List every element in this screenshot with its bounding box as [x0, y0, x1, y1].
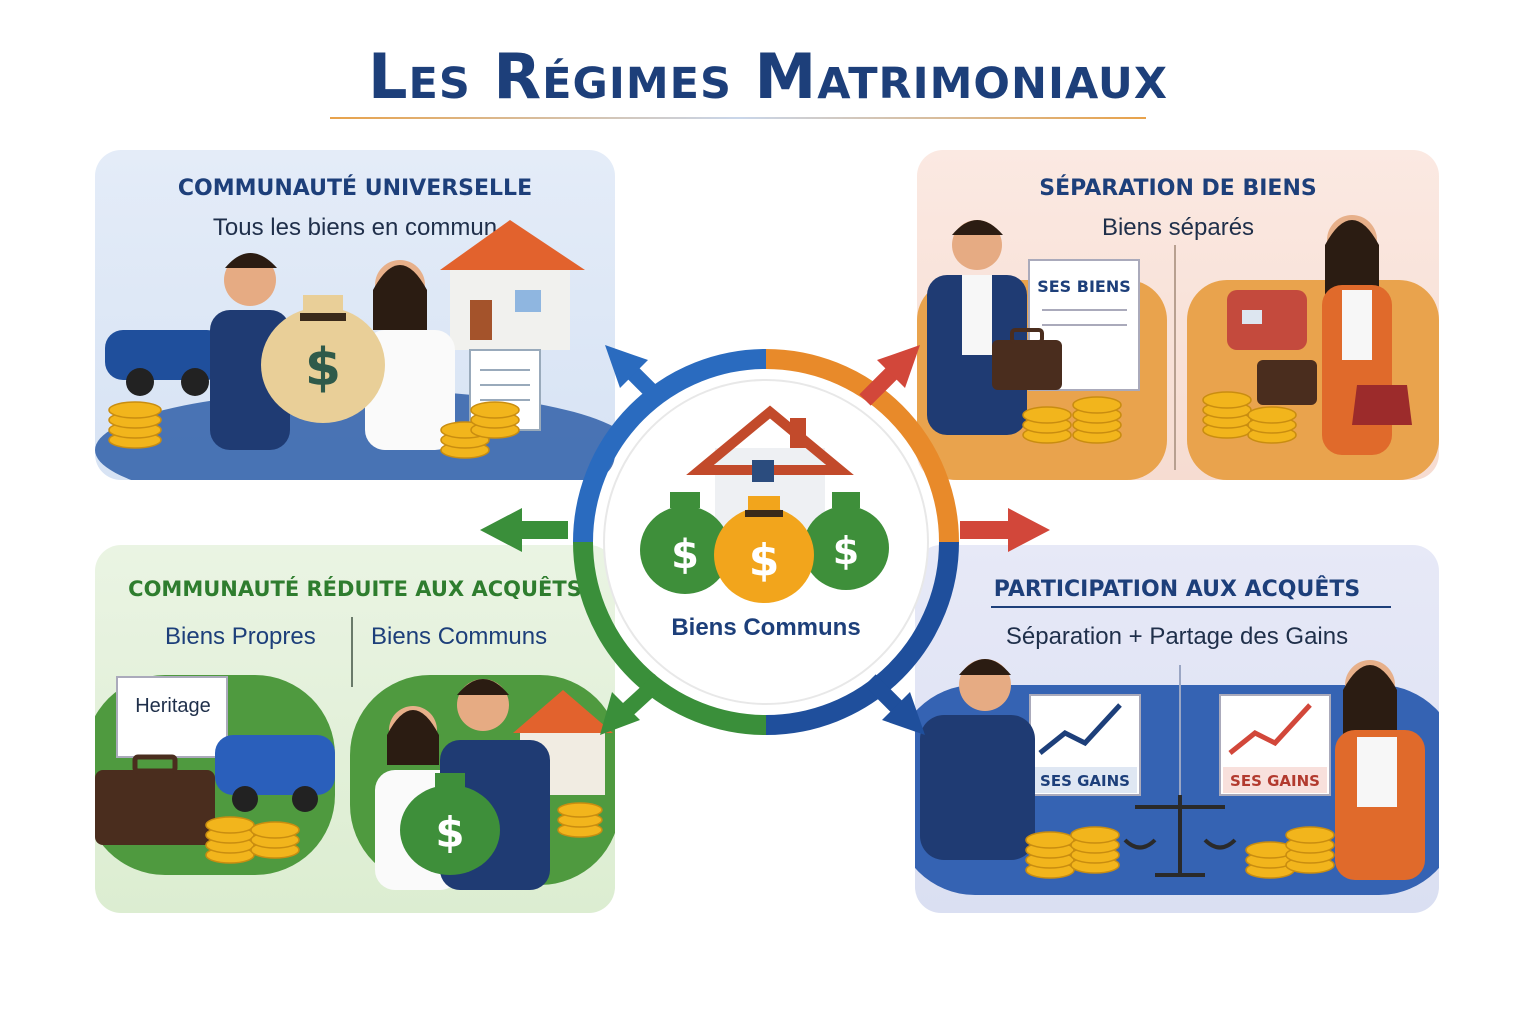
title-underline	[991, 606, 1391, 608]
panel-communaute-reduite: COMMUNAUTÉ RÉDUITE AUX ACQUÊTS Biens Pro…	[95, 545, 615, 913]
svg-text:$: $	[671, 532, 699, 578]
doc-label: SES BIENS	[1037, 277, 1131, 296]
center-label: Biens Communs	[671, 614, 860, 641]
man-figure	[927, 220, 1027, 435]
money-bag-icon: $	[640, 492, 730, 594]
coin-stack-icon	[1025, 826, 1335, 879]
reduced-community-illustration: Heritage	[95, 675, 615, 890]
coin-stack-icon	[1022, 391, 1297, 444]
chart-label-left: SES GAINS	[1040, 772, 1130, 790]
chart-up-icon: SES GAINS	[1219, 694, 1331, 796]
house-icon	[440, 220, 585, 350]
woman-figure	[1335, 660, 1425, 880]
svg-text:$: $	[435, 808, 464, 857]
money-bag-icon: $	[400, 773, 500, 875]
panel-title: COMMUNAUTÉ RÉDUITE AUX ACQUÊTS	[128, 577, 582, 601]
separation-illustration: SES BIENS	[917, 215, 1439, 480]
panel-subtitle: Biens séparés	[1101, 214, 1255, 241]
panel-title: SÉPARATION DE BIENS	[1039, 176, 1317, 201]
doc-label: Heritage	[135, 695, 211, 717]
panel-subtitle: Séparation + Partage des Gains	[1005, 623, 1349, 650]
biens-propres-label: Biens Propres	[165, 623, 316, 650]
coin-stack-icon	[108, 401, 520, 459]
money-bag-icon: $	[714, 496, 814, 603]
briefcase-icon	[95, 754, 215, 845]
hub-ring	[573, 349, 959, 735]
svg-text:$: $	[749, 535, 780, 586]
universal-community-illustration: $	[95, 220, 615, 480]
panel-subtitle: Tous les biens en commun	[212, 214, 498, 241]
money-bag-icon: $	[803, 492, 889, 590]
biens-communs-label: Biens Communs	[371, 623, 548, 650]
car-icon	[1227, 290, 1307, 350]
panel-participation-aux-acquets: PARTICIPATION AUX ACQUÊTS Séparation + P…	[915, 545, 1439, 913]
chart-label-right: SES GAINS	[1230, 772, 1320, 790]
panel-title: COMMUNAUTÉ UNIVERSELLE	[177, 176, 533, 201]
label-divider	[351, 617, 353, 687]
car-icon	[105, 330, 225, 396]
chart-up-icon: SES GAINS	[1029, 694, 1141, 796]
page-title: Les Régimes Matrimoniaux	[368, 40, 1168, 113]
house-icon	[686, 405, 854, 543]
panel-communaute-universelle: COMMUNAUTÉ UNIVERSELLE Tous les biens en…	[95, 150, 615, 480]
svg-text:$: $	[305, 338, 341, 398]
scale-icon	[1123, 795, 1237, 877]
briefcase-icon	[1257, 360, 1317, 405]
briefcase-icon	[992, 328, 1062, 390]
money-bag-icon: $	[261, 295, 385, 423]
arrow-icon	[859, 345, 920, 406]
panel-title: PARTICIPATION AUX ACQUÊTS	[993, 577, 1361, 602]
svg-text:$: $	[833, 529, 859, 573]
panel-separation-de-biens: SÉPARATION DE BIENS Biens séparés SES BI…	[917, 150, 1439, 480]
car-icon	[215, 735, 335, 812]
handbag-icon	[1352, 385, 1412, 425]
man-figure	[920, 659, 1035, 860]
document-icon: Heritage	[116, 676, 228, 758]
participation-illustration: SES GAINS SES GAINS	[915, 659, 1439, 895]
coin-stack-icon	[205, 802, 603, 864]
woman-figure	[365, 260, 455, 450]
title-divider	[330, 117, 1146, 119]
